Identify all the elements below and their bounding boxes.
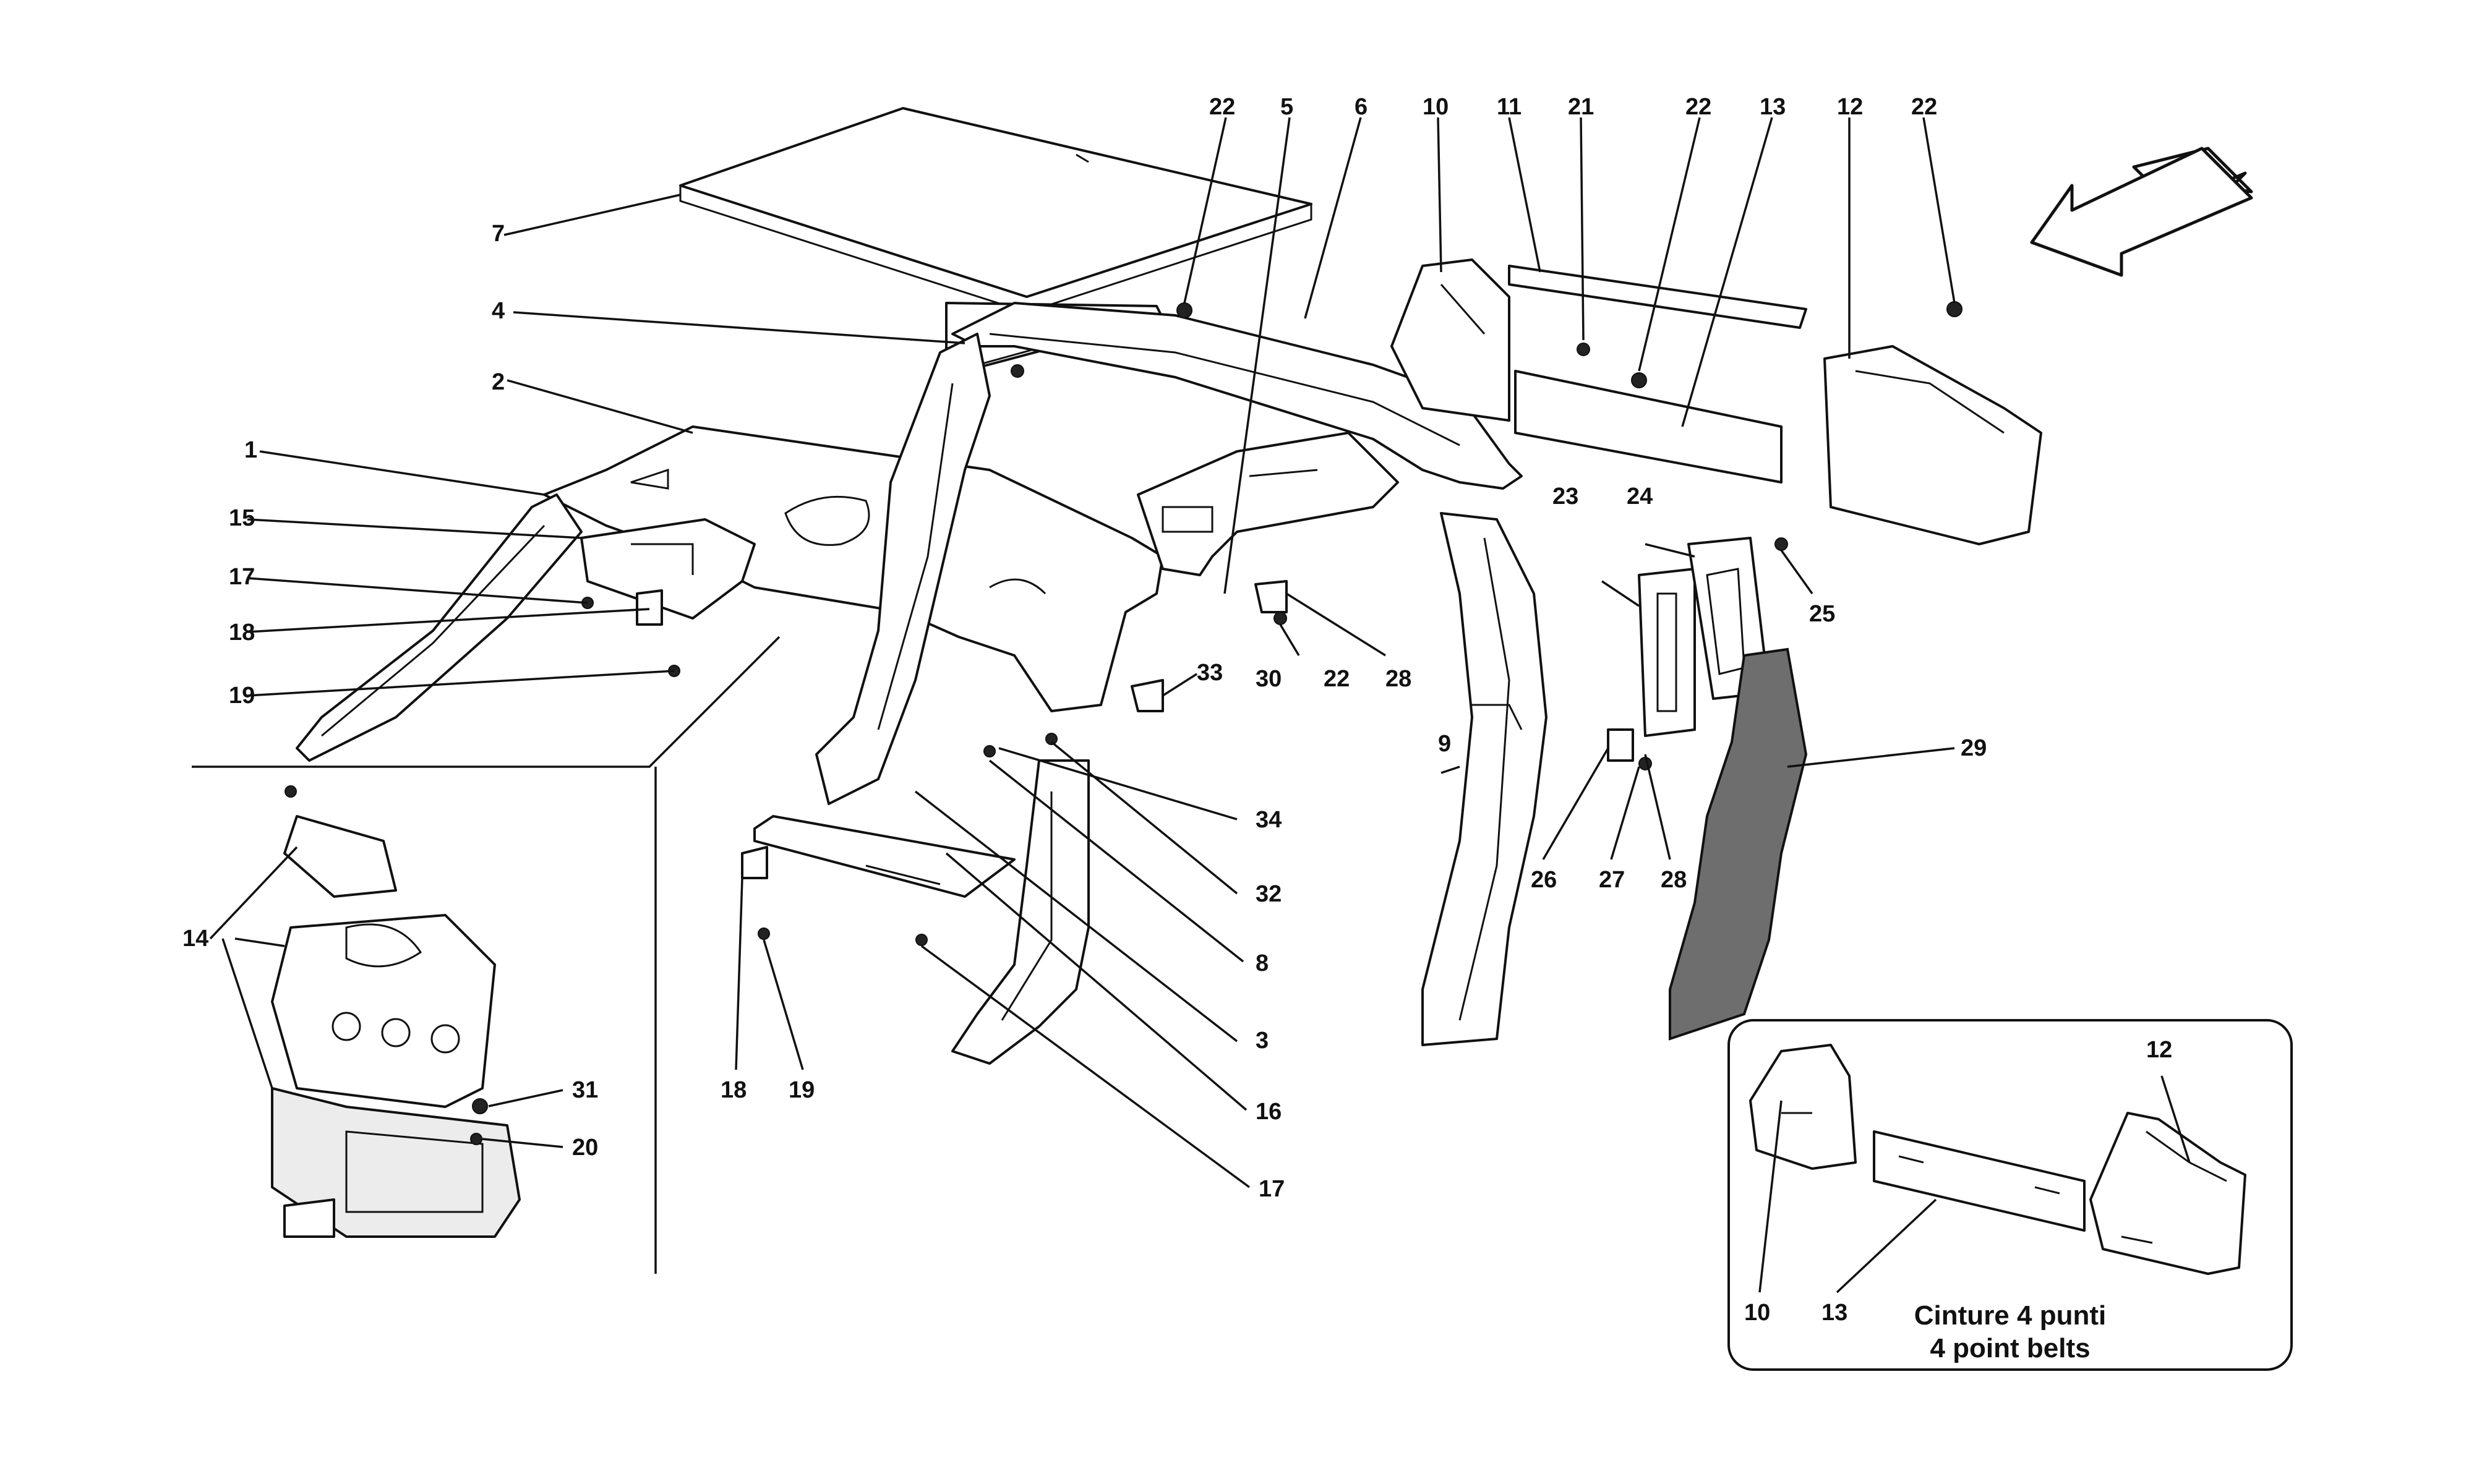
part-pillar-trim-8 (815, 333, 991, 805)
callout-31: 31 (572, 1077, 598, 1103)
bracket-26 (1607, 728, 1634, 762)
callout-16: 16 (1256, 1099, 1282, 1125)
callout-17: 17 (229, 564, 255, 590)
callout-11: 11 (1497, 94, 1522, 120)
inset-part-10 (1749, 1044, 1857, 1170)
part-c-pillar-9 (1421, 512, 1547, 1046)
callout-12: 12 (1837, 94, 1863, 120)
callout-27: 27 (1599, 867, 1625, 893)
callout-22b: 22 (1685, 94, 1711, 120)
bolt-20 (470, 1133, 482, 1145)
callout-28b: 28 (1661, 867, 1687, 893)
part-sun-visor-16 (753, 815, 1016, 898)
part-rear-trim-10 (1390, 258, 1510, 422)
inset-caption-italian: Cinture 4 punti (1914, 1300, 2106, 1331)
callout-25: 25 (1809, 601, 1835, 627)
callout-9: 9 (1438, 731, 1451, 757)
callout-19: 19 (229, 683, 255, 709)
bolt-27 (1638, 757, 1652, 770)
callout-3: 3 (1256, 1028, 1269, 1054)
inset-caption-english: 4 point belts (1930, 1333, 2090, 1363)
inset-4-point-belts (1727, 1019, 2293, 1371)
inset-part-13 (1873, 1130, 2086, 1232)
part-insulation-29 (1669, 647, 1808, 1041)
callout-19b: 19 (789, 1077, 815, 1103)
callout-1: 1 (244, 437, 257, 463)
inset-part-12 (2089, 1112, 2246, 1275)
callout-29: 29 (1961, 735, 1987, 761)
callout-8: 8 (1256, 950, 1269, 976)
callout-21: 21 (1568, 94, 1594, 120)
part-overhead-light-14 (271, 815, 521, 1238)
callout-2: 2 (492, 369, 505, 395)
callout-22c: 22 (1911, 94, 1937, 120)
callout-10: 10 (1423, 94, 1449, 120)
part-rear-trim-13 (1514, 370, 1783, 484)
callout-28a: 28 (1385, 666, 1411, 692)
callout-labels: 1 2 3 4 5 6 7 8 9 10 11 12 13 14 15 16 1… (182, 94, 2172, 1326)
bolt-22-d (1946, 301, 1963, 317)
bolt-22-c (1631, 372, 1647, 388)
leader-lines (192, 117, 1956, 1274)
callout-33: 33 (1197, 660, 1223, 686)
inset-callout-13: 13 (1821, 1300, 1847, 1326)
bolt-32 (1045, 733, 1058, 745)
bracket-30 (1254, 580, 1288, 613)
callout-18b: 18 (721, 1077, 747, 1103)
part-b-pillar-3 (951, 759, 1090, 1065)
bracket-18-upper (636, 589, 663, 626)
callout-20: 20 (572, 1135, 598, 1161)
callout-6: 6 (1355, 94, 1368, 120)
callout-23: 23 (1552, 484, 1578, 510)
callout-32: 32 (1256, 881, 1282, 907)
callout-22a: 22 (1209, 94, 1235, 120)
nut-31 (472, 1098, 488, 1114)
callout-7: 7 (492, 221, 505, 247)
part-belt-guide-23 (1638, 568, 1696, 737)
part-rear-trim-12 (1823, 345, 2042, 545)
bolt-14 (285, 785, 297, 798)
bolt-21 (1577, 343, 1590, 356)
direction-arrow-icon (2030, 147, 2253, 277)
callout-14: 14 (182, 926, 208, 952)
part-a-pillar-1 (296, 493, 583, 762)
bracket-18 (741, 846, 768, 879)
callout-26: 26 (1531, 867, 1557, 893)
part-console-5 (1137, 432, 1399, 576)
callout-13: 13 (1760, 94, 1786, 120)
callout-5: 5 (1280, 94, 1293, 120)
part-roof-panel (679, 107, 1312, 313)
bolt-22-e (1273, 612, 1287, 625)
bracket-33 (1131, 679, 1164, 712)
bolt-17-lower (915, 934, 928, 946)
callout-4: 4 (492, 298, 505, 324)
callout-18: 18 (229, 620, 255, 646)
callout-17b: 17 (1259, 1176, 1285, 1202)
inset-callout-12: 12 (2146, 1037, 2172, 1063)
inset-callout-10: 10 (1744, 1300, 1770, 1326)
callout-22d: 22 (1324, 666, 1350, 692)
callout-15: 15 (229, 505, 255, 531)
bolt-22-a (1176, 302, 1192, 318)
part-roof-rail-6 (951, 302, 1523, 490)
bolt-19 (758, 927, 770, 940)
callout-24: 24 (1627, 484, 1653, 510)
fasteners (285, 301, 1963, 1145)
part-sun-visor-15 (580, 518, 756, 620)
callout-30: 30 (1256, 666, 1282, 692)
callout-34: 34 (1256, 807, 1282, 833)
bolt-34 (983, 745, 996, 757)
bolt-22-b (1011, 364, 1024, 378)
bolt-25 (1774, 537, 1788, 551)
